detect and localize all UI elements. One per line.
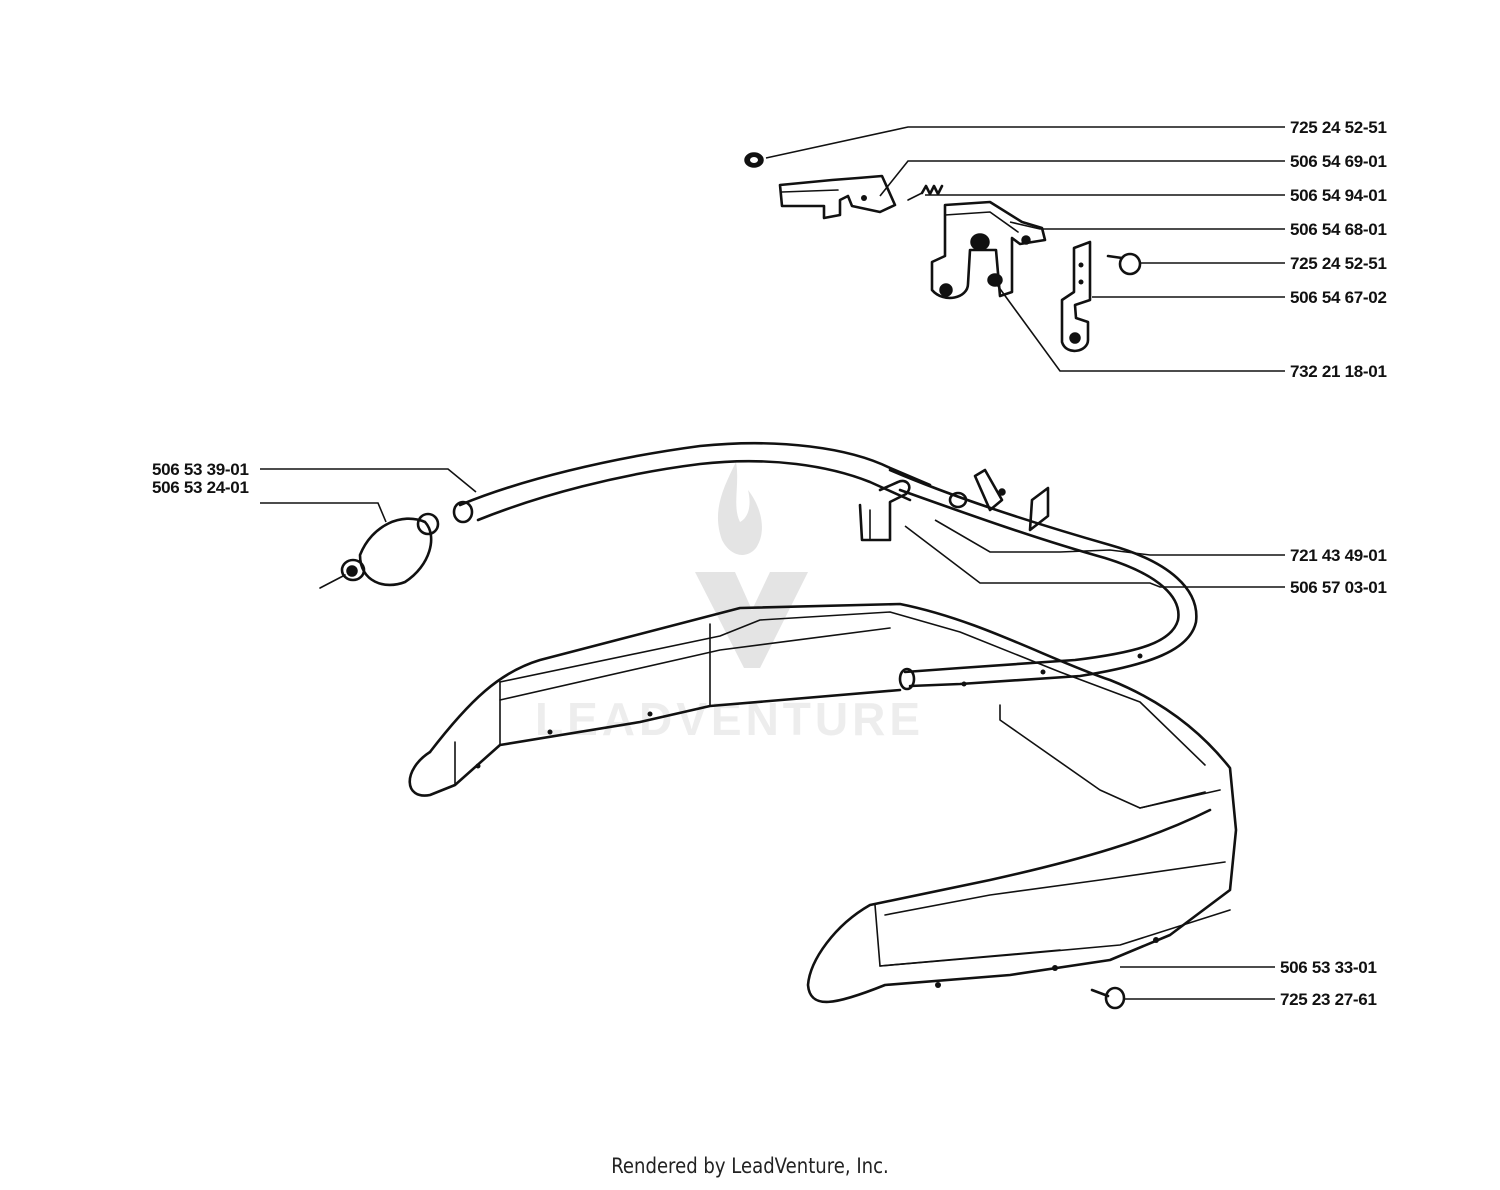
part-label: 506 53 39-01 [152,460,249,479]
nut-732-part [970,233,1003,287]
spring-part [907,184,944,201]
part-label: 732 21 18-01 [1290,362,1387,381]
part-label: 506 53 24-01 [152,478,249,497]
plate-part [778,174,897,220]
part-labels: 725 24 52-51 506 54 69-01 506 54 94-01 5… [152,118,1387,1009]
part-label: 506 54 67-02 [1290,288,1387,307]
clip-part [858,468,1050,542]
handle-assembly [319,441,1198,691]
part-label: 721 43 49-01 [1290,546,1387,565]
watermark-text: LEADVENTURE [535,693,924,745]
leadventure-watermark: LEADVENTURE [535,462,924,745]
part-label: 725 23 27-61 [1280,990,1377,1009]
bracket-assembly [744,152,1142,353]
leader-lines [260,126,1285,1000]
part-label: 506 57 03-01 [1290,578,1387,597]
part-label: 506 54 68-01 [1290,220,1387,239]
part-label: 506 54 94-01 [1290,186,1387,205]
footer-credit: Rendered by LeadVenture, Inc. [611,1154,889,1178]
bracket-part [930,200,1047,300]
screw-part [1106,252,1142,276]
part-label: 506 54 69-01 [1290,152,1387,171]
harness-belt-part [408,602,1238,1004]
lever-part [1060,240,1092,353]
belt-screw-part [1090,986,1126,1010]
part-label: 506 53 33-01 [1280,958,1377,977]
part-label: 725 24 52-51 [1290,118,1387,137]
bulb-part [319,512,440,589]
nut-part [744,152,764,168]
cable-tube-part [452,441,932,524]
part-label: 725 24 52-51 [1290,254,1387,273]
handlebar-part [888,468,1198,691]
